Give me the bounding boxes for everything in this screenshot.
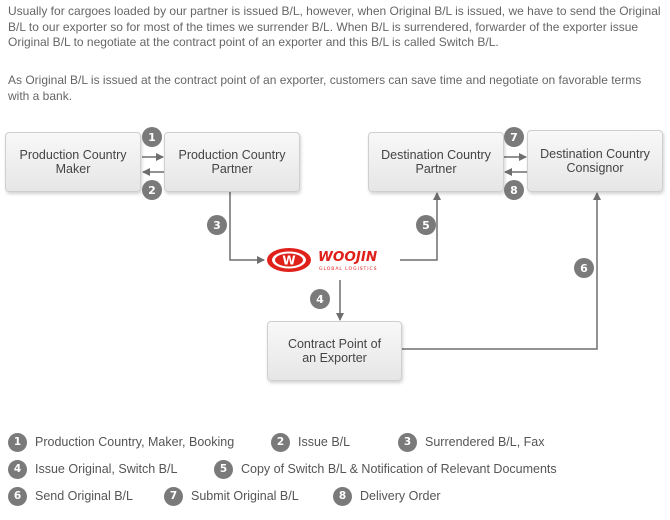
legend-item-7: 7 Submit Original B/L — [164, 485, 299, 507]
legend-item-4: 4 Issue Original, Switch B/L — [8, 458, 177, 480]
legend-number-3: 3 — [398, 432, 417, 452]
woojin-logo-name: WOOJIN — [318, 249, 378, 265]
intro-paragraph-1: Usually for cargoes loaded by our partne… — [8, 4, 661, 49]
legend-number-5: 5 — [214, 459, 233, 479]
legend-label-8: Delivery Order — [360, 489, 441, 503]
box-contract-point: Contract Point of an Exporter — [267, 321, 402, 381]
woojin-logo-mark: W WOOJIN GLOBAL LOGISTICS — [267, 248, 378, 272]
legend-number-6: 6 — [8, 486, 27, 506]
box-destination-consignor: Destination Country Consignor — [527, 130, 663, 192]
step-badge-4: 4 — [310, 289, 330, 309]
legend-label-5: Copy of Switch B/L & Notification of Rel… — [241, 462, 557, 476]
legend-number-2: 2 — [271, 432, 290, 452]
arrow-step-6 — [402, 192, 601, 350]
step-badge-3: 3 — [207, 215, 227, 235]
woojin-logo-tagline: GLOBAL LOGISTICS — [319, 266, 377, 272]
arrow-step-3 — [229, 192, 265, 264]
box-destination-partner: Destination Country Partner — [368, 132, 504, 192]
woojin-logo: W WOOJIN GLOBAL LOGISTICS — [266, 246, 398, 276]
legend-item-3: 3 Surrendered B/L, Fax — [398, 431, 545, 453]
legend-number-4: 4 — [8, 459, 27, 479]
step-badge-6: 6 — [574, 258, 594, 278]
box-production-partner: Production Country Partner — [164, 132, 300, 192]
legend-number-1: 1 — [8, 432, 27, 452]
step-badge-5: 5 — [416, 215, 436, 235]
step-badge-1: 1 — [142, 127, 162, 147]
step-badge-7: 7 — [504, 127, 524, 147]
step-badge-8: 8 — [504, 180, 524, 200]
legend-item-5: 5 Copy of Switch B/L & Notification of R… — [214, 458, 557, 480]
legend-label-7: Submit Original B/L — [191, 489, 299, 503]
legend-label-1: Production Country, Maker, Booking — [35, 435, 235, 449]
arrow-step-5 — [400, 192, 441, 261]
step-badge-2: 2 — [142, 180, 162, 200]
legend-label-6: Send Original B/L — [35, 489, 133, 503]
legend-number-7: 7 — [164, 486, 183, 506]
legend-item-1: 1 Production Country, Maker, Booking — [8, 431, 234, 453]
legend-item-2: 2 Issue B/L — [271, 431, 350, 453]
box-production-maker: Production Country Maker — [5, 132, 141, 192]
legend-item-6: 6 Send Original B/L — [8, 485, 133, 507]
legend-label-4: Issue Original, Switch B/L — [35, 462, 178, 476]
legend-item-8: 8 Delivery Order — [333, 485, 441, 507]
svg-text:W: W — [282, 254, 295, 268]
legend-label-2: Issue B/L — [298, 435, 351, 449]
legend-number-8: 8 — [333, 486, 352, 506]
intro-paragraph-2: As Original B/L is issued at the contrac… — [8, 73, 642, 103]
legend-label-3: Surrendered B/L, Fax — [425, 435, 545, 449]
